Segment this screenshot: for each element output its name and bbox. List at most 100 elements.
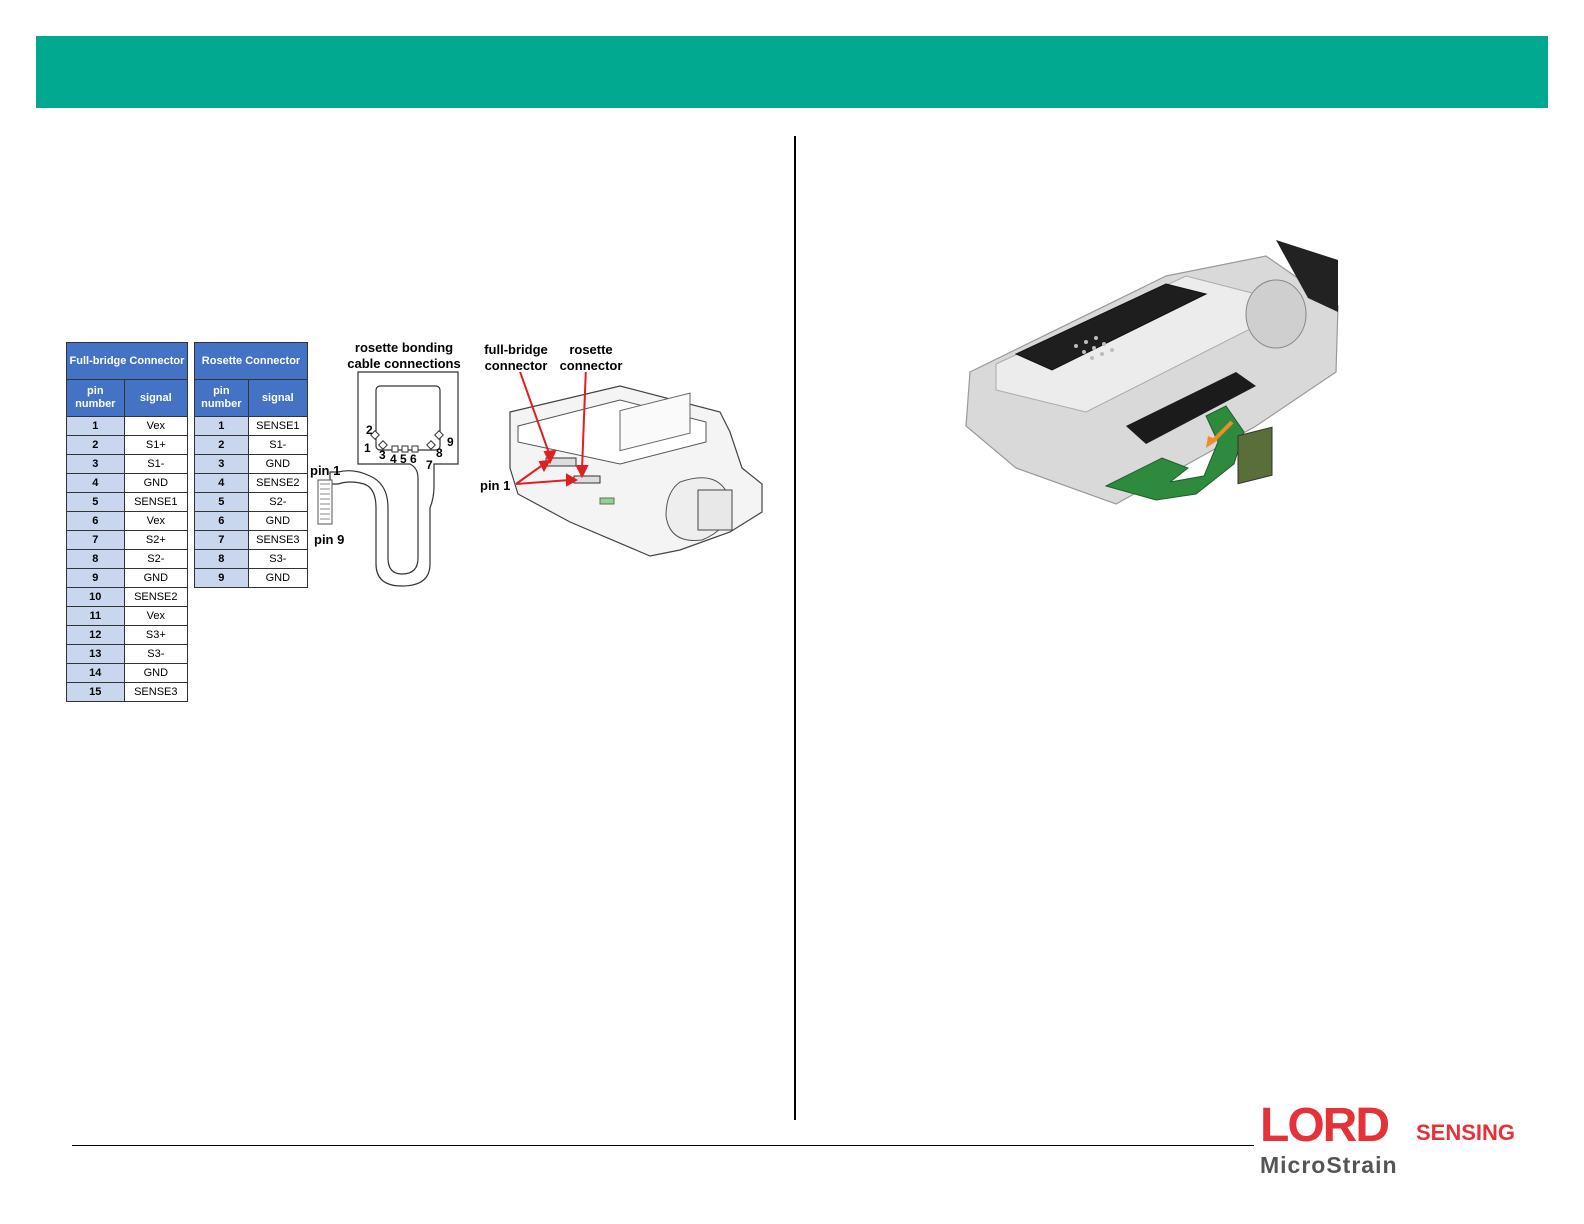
signal-cell: SENSE1 — [247, 416, 309, 436]
signal-cell: S1- — [247, 435, 309, 455]
pin-number-cell: 9 — [194, 568, 249, 588]
signal-cell: GND — [247, 511, 309, 531]
signal-cell: SENSE1 — [123, 492, 189, 512]
signal-header: signal — [123, 379, 189, 417]
pin-number-cell: 7 — [66, 530, 125, 550]
pad-number: 6 — [410, 452, 417, 466]
pin-number-cell: 7 — [194, 530, 249, 550]
column-divider — [794, 136, 796, 1120]
pin-number-cell: 12 — [66, 625, 125, 645]
pin-number-header: pin number — [194, 379, 249, 417]
header-bar — [36, 36, 1548, 108]
signal-cell: SENSE3 — [123, 682, 189, 702]
signal-cell: S1- — [123, 454, 189, 474]
pin-number-cell: 9 — [66, 568, 125, 588]
signal-cell: Vex — [123, 416, 189, 436]
pad-number: 1 — [364, 441, 371, 455]
cable-diagram-title: rosette bonding cable connections — [346, 340, 462, 372]
rosette-table-title: Rosette Connector — [194, 342, 308, 380]
signal-cell: GND — [123, 473, 189, 493]
signal-cell: S3- — [247, 549, 309, 569]
footer-rule — [72, 1145, 1254, 1146]
signal-cell: S2- — [247, 492, 309, 512]
pin-number-cell: 15 — [66, 682, 125, 702]
pin-number-cell: 13 — [66, 644, 125, 664]
pad-number: 7 — [426, 458, 433, 472]
pad-number: 5 — [400, 452, 407, 466]
pin-number-cell: 2 — [66, 435, 125, 455]
signal-cell: GND — [123, 663, 189, 683]
signal-cell: S1+ — [123, 435, 189, 455]
pad-number: 8 — [436, 446, 443, 460]
full-bridge-pin-table: Full-bridge Connector pin number signal … — [66, 342, 189, 702]
node-3d-illustration — [965, 240, 1339, 505]
signal-cell: SENSE2 — [247, 473, 309, 493]
rosette-line1: rosette — [569, 342, 613, 357]
pin-number-cell: 6 — [194, 511, 249, 531]
lord-sensing-logo: LORD SENSING MicroStrain — [1260, 1099, 1532, 1190]
signal-cell: GND — [123, 568, 189, 588]
rosette-cable-drawing — [317, 371, 459, 587]
pin-number-cell: 3 — [194, 454, 249, 474]
pin-number-cell: 5 — [66, 492, 125, 512]
pin-number-cell: 8 — [66, 549, 125, 569]
node-connector-drawing — [509, 372, 763, 557]
cable-pin9-label: pin 9 — [314, 532, 345, 547]
signal-cell: GND — [247, 568, 309, 588]
pad-number: 9 — [447, 435, 454, 449]
pin-number-cell: 4 — [194, 473, 249, 493]
signal-cell: GND — [247, 454, 309, 474]
pin-number-cell: 11 — [66, 606, 125, 626]
pin-number-cell: 14 — [66, 663, 125, 683]
pin-number-cell: 1 — [66, 416, 125, 436]
cable-title-line2: cable connections — [347, 356, 461, 371]
pad-number: 4 — [390, 452, 397, 466]
signal-cell: S3+ — [123, 625, 189, 645]
full-bridge-table-title: Full-bridge Connector — [66, 342, 188, 380]
signal-cell: S2- — [123, 549, 189, 569]
signal-cell: S3- — [123, 644, 189, 664]
rosette-connector-label: rosette connector — [556, 342, 626, 374]
pad-number: 2 — [366, 423, 373, 437]
pad-number: 3 — [379, 448, 386, 462]
pin-number-cell: 3 — [66, 454, 125, 474]
signal-header: signal — [247, 379, 309, 417]
pin-number-cell: 5 — [194, 492, 249, 512]
logo-sub: MicroStrain — [1260, 1152, 1398, 1178]
node-pin1-label: pin 1 — [480, 478, 511, 493]
pin-number-cell: 10 — [66, 587, 125, 607]
logo-sensing: SENSING — [1416, 1120, 1516, 1145]
pin-number-cell: 8 — [194, 549, 249, 569]
cable-title-line1: rosette bonding — [354, 340, 454, 355]
pin-number-cell: 2 — [194, 435, 249, 455]
full-bridge-connector-label: full-bridge connector — [478, 342, 554, 374]
pin-number-cell: 6 — [66, 511, 125, 531]
rosette-line2: connector — [559, 358, 623, 373]
signal-cell: Vex — [123, 606, 189, 626]
pin-number-cell: 4 — [66, 473, 125, 493]
logo-brand: LORD — [1260, 1099, 1390, 1152]
signal-cell: SENSE2 — [123, 587, 189, 607]
pin-number-header: pin number — [66, 379, 125, 417]
pin-number-cell: 1 — [194, 416, 249, 436]
